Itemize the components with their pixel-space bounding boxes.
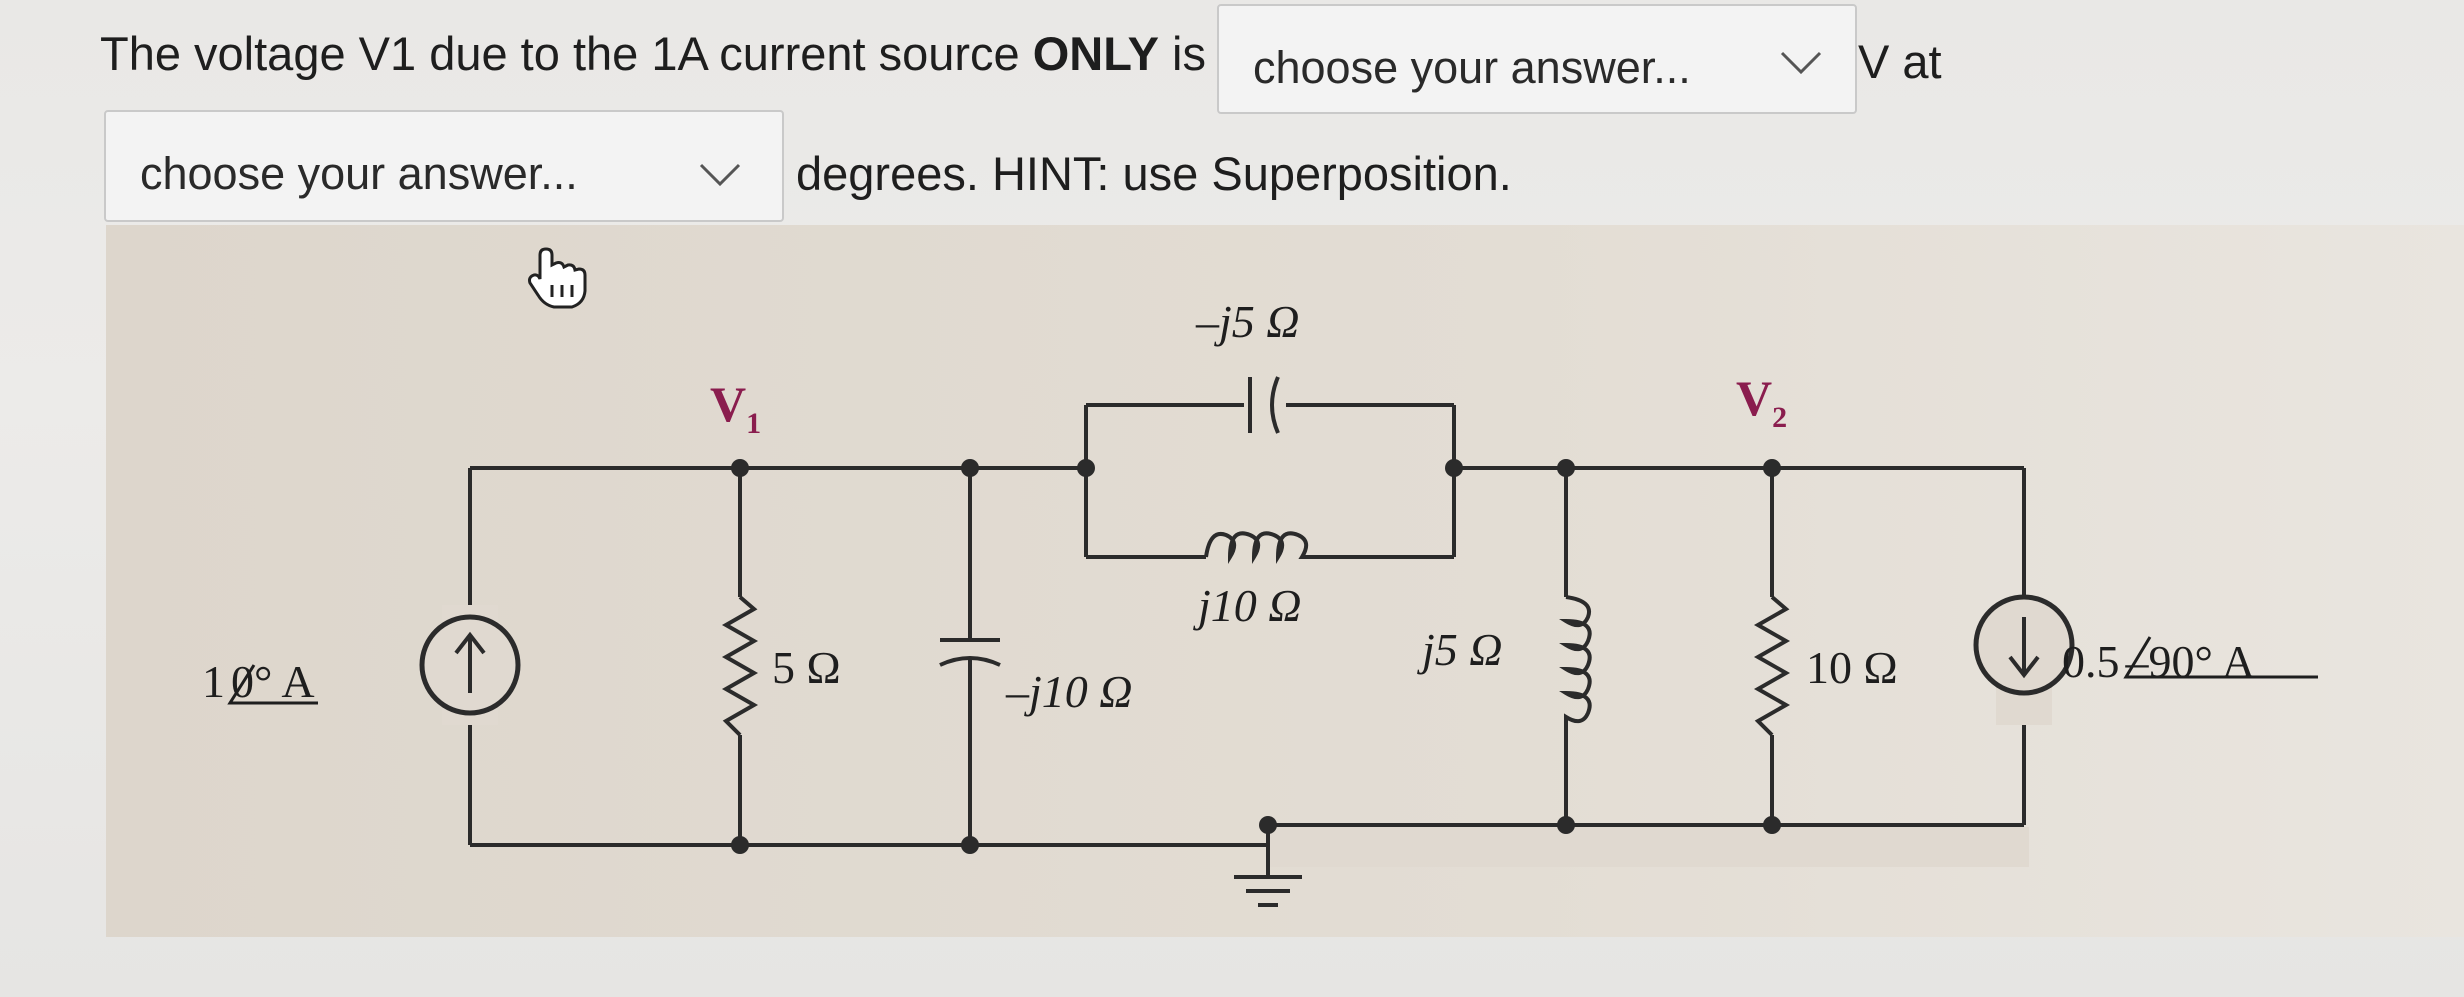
inductor-j10-icon <box>1204 531 1330 564</box>
angle-dropdown-label: choose your answer... <box>140 148 578 199</box>
chevron-down-icon <box>699 163 741 187</box>
inductor-j5-icon <box>1559 595 1592 735</box>
magnitude-dropdown[interactable]: choose your answer... <box>1217 4 1857 114</box>
capacitor-j10-icon <box>939 638 1001 667</box>
question-text: The voltage V1 due to the 1A current sou… <box>100 30 1206 77</box>
rail-mask <box>1269 827 2029 867</box>
question-emphasis: ONLY <box>1032 27 1159 80</box>
hint-text: degrees. HINT: use Superposition. <box>796 147 1512 200</box>
ind5-label: j5 Ω <box>1417 624 1503 675</box>
capacitor-j5-icon <box>1248 376 1280 434</box>
question-after-emphasis: is <box>1159 27 1206 80</box>
source2-label: 0.5–90° A <box>2062 636 2255 687</box>
r5-label: 5 Ω <box>772 642 841 693</box>
current-source-2-icon <box>1973 594 2075 725</box>
node-v1-label: V1 <box>710 376 761 440</box>
magnitude-dropdown-label: choose your answer... <box>1253 42 1691 93</box>
node-v2-label: V2 <box>1736 370 1787 434</box>
current-source-1-icon <box>419 605 521 725</box>
angle-symbol-2 <box>2123 636 2318 679</box>
unit-text: V at <box>1858 35 1942 88</box>
source2-angle: –90° A <box>2125 636 2256 687</box>
wires <box>468 403 2026 875</box>
angle-dropdown[interactable]: choose your answer... <box>104 110 784 222</box>
angle-symbol-1 <box>227 664 318 705</box>
circuit-svg: V1 V2 10° A 0.5–90° A 5 Ω –j10 Ω –j5 Ω j… <box>202 247 2318 907</box>
cap5-label: –j5 Ω <box>1195 296 1300 347</box>
cap10-label: –j10 Ω <box>1005 666 1133 717</box>
question-prefix: The voltage V1 due to the 1A current sou… <box>100 27 1033 80</box>
chevron-down-icon <box>1780 51 1822 75</box>
r10-label: 10 Ω <box>1806 642 1898 693</box>
ind10-label: j10 Ω <box>1193 580 1302 631</box>
junction-dots <box>731 459 1781 854</box>
resistor-10-icon <box>1753 595 1791 737</box>
hand-cursor-icon <box>528 247 587 309</box>
resistor-5-icon <box>721 595 759 737</box>
